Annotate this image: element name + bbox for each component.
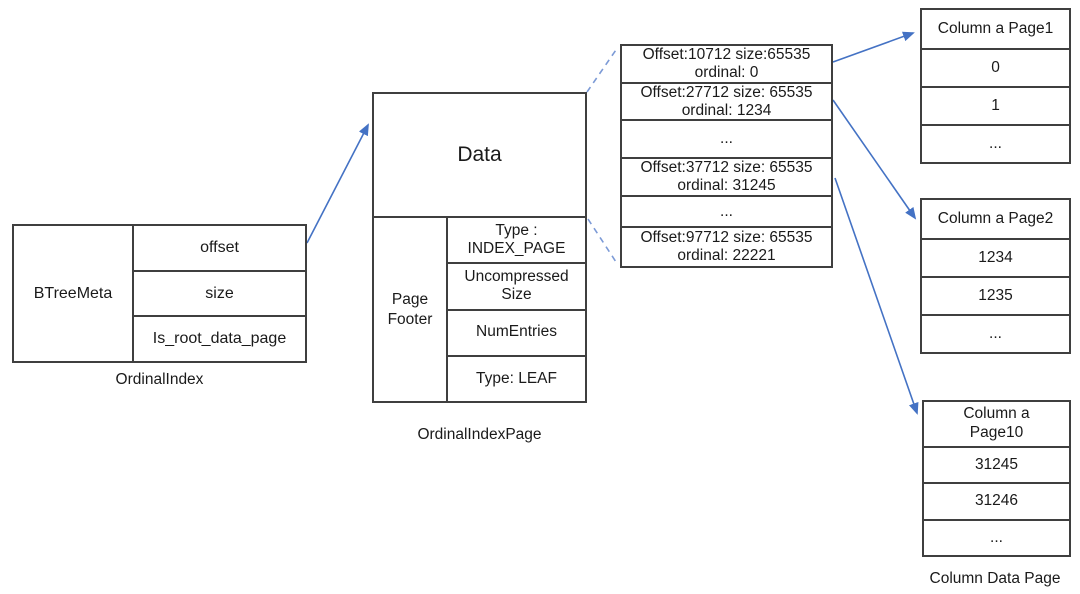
- footer-num-entries: NumEntries: [448, 311, 585, 357]
- ordinal-index-table: BTreeMeta offset size Is_root_data_page: [12, 224, 307, 363]
- index-entry: Offset:97712 size: 65535 ordinal: 22221: [640, 229, 813, 265]
- dashed-link-data-to-entries-top: [586, 46, 619, 93]
- dashed-link-data-to-entries-bottom: [587, 218, 619, 266]
- column-page-10: Column a Page10 31245 31246 ...: [922, 400, 1071, 557]
- ordinal-index-label: OrdinalIndex: [115, 371, 204, 388]
- column-page-row: 1235: [922, 278, 1069, 316]
- footer-type-index-page: Type : INDEX_PAGE: [448, 218, 585, 265]
- column-page-10-title: Column a Page10: [924, 402, 1069, 448]
- index-entry: Offset:27712 size: 65535 ordinal: 1234: [622, 84, 831, 122]
- column-page-row-ellipsis: ...: [990, 528, 1003, 546]
- index-entry-ellipsis: ...: [622, 121, 831, 160]
- footer-type-leaf: Type: LEAF: [476, 369, 557, 387]
- arrow-offset-to-data: [306, 123, 369, 244]
- index-entry-ellipsis: ...: [622, 197, 831, 229]
- column-page-row-ellipsis: ...: [989, 135, 1002, 152]
- field-is-root-data-page: Is_root_data_page: [152, 330, 287, 348]
- index-entries-list: Offset:10712 size:65535 ordinal: 0 Offse…: [620, 44, 833, 268]
- page-footer-fields: Type : INDEX_PAGE Uncompressed Size NumE…: [448, 218, 585, 401]
- btree-meta-fields: offset size Is_root_data_page: [134, 226, 305, 361]
- field-offset: offset: [134, 226, 305, 272]
- column-page-row: 31245: [924, 448, 1069, 485]
- column-page-2: Column a Page2 1234 1235 ...: [920, 198, 1071, 354]
- column-page-1-title: Column a Page1: [922, 10, 1069, 50]
- btree-meta-cell: BTreeMeta: [14, 226, 134, 361]
- page-footer-section: Page Footer Type : INDEX_PAGE Uncompress…: [374, 218, 585, 401]
- ordinal-index-page-label: OrdinalIndexPage: [417, 426, 542, 443]
- column-page-row: 31246: [924, 484, 1069, 521]
- page-footer-cell: Page Footer: [374, 218, 448, 401]
- column-page-row: 0: [922, 50, 1069, 88]
- column-page-1: Column a Page1 0 1 ...: [920, 8, 1071, 164]
- arrow-entry1-to-page1: [832, 31, 915, 63]
- field-size: size: [134, 272, 305, 318]
- data-section: Data: [374, 94, 585, 218]
- arrow-entry3-to-page10: [834, 177, 919, 415]
- column-page-row: 1234: [922, 240, 1069, 278]
- arrow-entry2-to-page2: [832, 99, 917, 220]
- ordinal-index-page-box: Data Page Footer Type : INDEX_PAGE Uncom…: [372, 92, 587, 403]
- column-data-page-label: Column Data Page: [929, 570, 1061, 587]
- column-page-row: 1: [922, 88, 1069, 126]
- index-entry: Offset:10712 size:65535 ordinal: 0: [622, 46, 831, 84]
- index-entry: Offset:37712 size: 65535 ordinal: 31245: [622, 159, 831, 198]
- column-page-row-ellipsis: ...: [989, 325, 1002, 342]
- column-page-2-title: Column a Page2: [922, 200, 1069, 240]
- footer-uncompressed-size: Uncompressed Size: [448, 264, 585, 311]
